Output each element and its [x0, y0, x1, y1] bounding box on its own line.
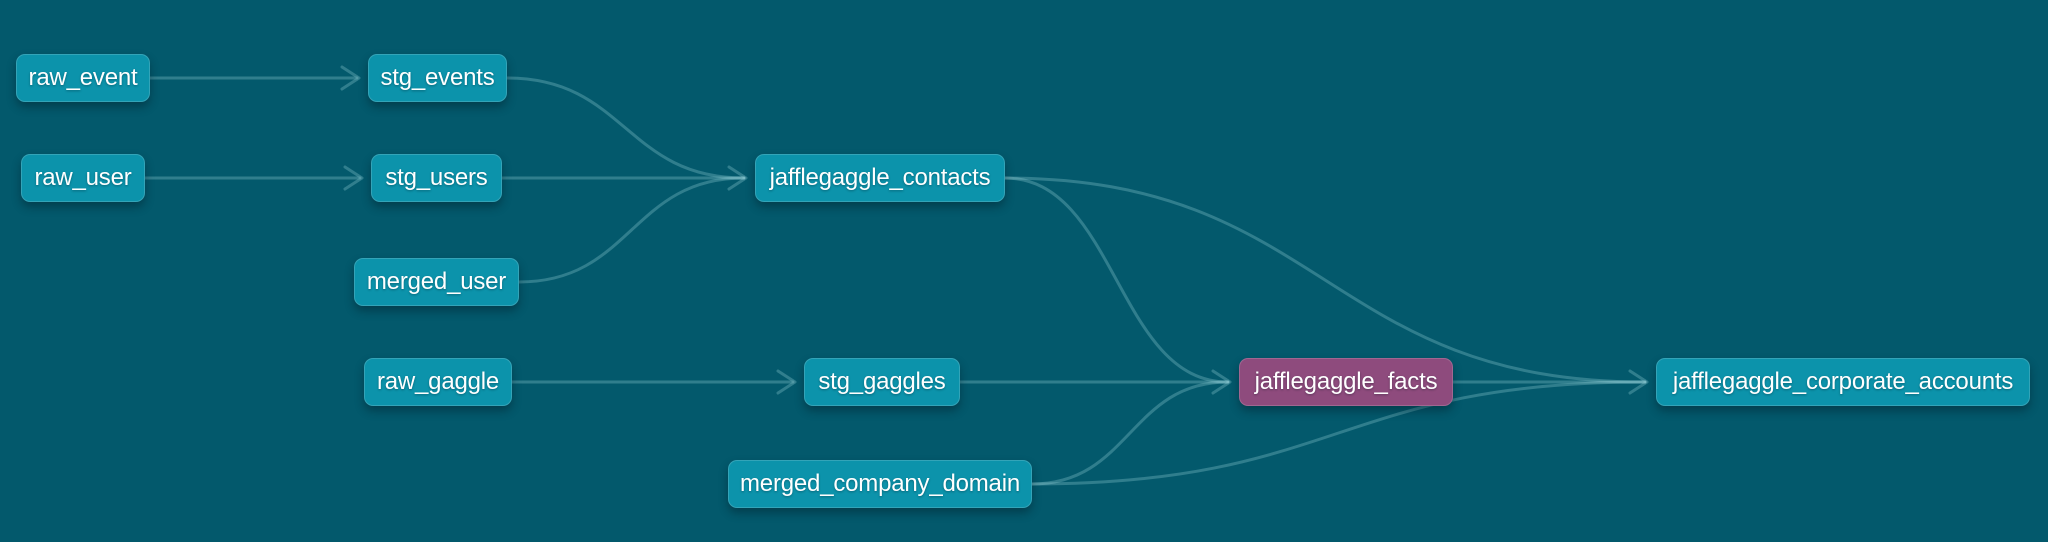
edge-merged_company_domain-to-jafflegaggle_facts	[1030, 380, 1230, 486]
model-node-merged_company_domain[interactable]: merged_company_domain	[728, 460, 1032, 508]
arrowhead-icon-stg_gaggles	[776, 369, 797, 395]
arrowhead-icon-stg_users	[343, 165, 364, 191]
edge-jafflegaggle_contacts-to-jafflegaggle_corporate_accounts	[1003, 176, 1647, 384]
model-node-stg_events[interactable]: stg_events	[368, 54, 507, 102]
arrowhead-icon-jafflegaggle_facts	[1211, 369, 1232, 395]
edge-merged_user-to-jafflegaggle_contacts	[517, 176, 746, 284]
model-node-stg_gaggles[interactable]: stg_gaggles	[804, 358, 960, 406]
model-node-stg_users[interactable]: stg_users	[371, 154, 502, 202]
model-node-jafflegaggle_corporate_accounts[interactable]: jafflegaggle_corporate_accounts	[1656, 358, 2030, 406]
model-node-jafflegaggle_contacts[interactable]: jafflegaggle_contacts	[755, 154, 1005, 202]
arrowhead-icon-jafflegaggle_corporate_accounts	[1628, 369, 1649, 395]
model-node-jafflegaggle_facts[interactable]: jafflegaggle_facts	[1239, 358, 1453, 406]
edge-stg_events-to-jafflegaggle_contacts	[505, 76, 746, 180]
model-node-raw_user[interactable]: raw_user	[21, 154, 145, 202]
model-node-merged_user[interactable]: merged_user	[354, 258, 519, 306]
model-node-raw_event[interactable]: raw_event	[16, 54, 150, 102]
edge-jafflegaggle_contacts-to-jafflegaggle_facts	[1003, 176, 1230, 384]
model-node-raw_gaggle[interactable]: raw_gaggle	[364, 358, 512, 406]
arrowhead-icon-jafflegaggle_contacts	[727, 165, 748, 191]
arrowhead-icon-stg_events	[340, 65, 361, 91]
edge-merged_company_domain-to-jafflegaggle_corporate_accounts	[1030, 380, 1647, 486]
